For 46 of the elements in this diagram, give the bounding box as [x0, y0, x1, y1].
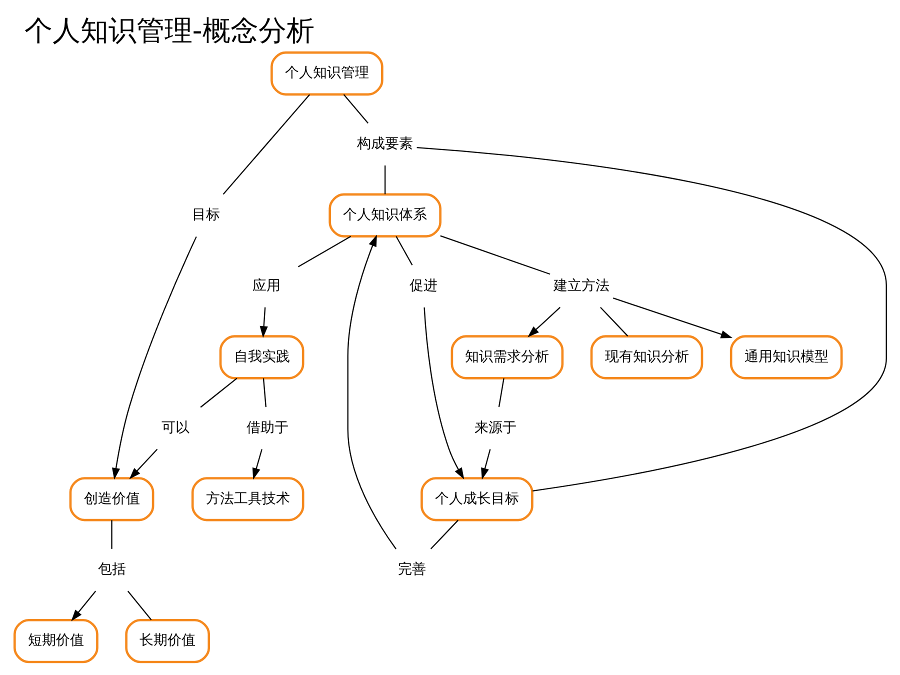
node-box: 个人知识体系	[328, 193, 441, 238]
connector	[297, 236, 351, 268]
connector	[262, 378, 266, 408]
connector	[222, 94, 310, 195]
node-text: 应用	[252, 278, 280, 294]
node-box: 长期价值	[124, 618, 210, 664]
connector	[126, 590, 152, 620]
arrow	[480, 449, 490, 480]
arrow	[612, 298, 732, 338]
connector	[600, 306, 628, 336]
arrow	[259, 307, 268, 338]
node-box: 自我实践	[218, 335, 304, 380]
node-box: 知识需求分析	[450, 335, 564, 380]
node-text: 包括	[97, 562, 126, 578]
arrow	[527, 306, 560, 338]
node-text: 可以	[161, 420, 190, 436]
arrow	[252, 449, 262, 480]
connector	[430, 520, 458, 550]
node-box: 个人知识管理	[270, 51, 383, 96]
node-text: 完善	[397, 562, 426, 578]
connector	[384, 165, 386, 194]
node-text: 建立方法	[553, 278, 610, 294]
node-text: 促进	[408, 278, 437, 294]
node-box: 创造价值	[68, 477, 154, 522]
connector	[416, 146, 886, 492]
arrow	[128, 448, 158, 480]
connector	[342, 94, 368, 124]
node-box: 方法工具技术	[190, 477, 304, 522]
node-text: 来源于	[474, 420, 516, 436]
node-box: 短期价值	[12, 618, 98, 664]
node-box: 个人成长目标	[420, 477, 533, 522]
connector	[110, 520, 112, 549]
arrow	[111, 236, 196, 480]
connector	[395, 236, 412, 266]
node-text: 借助于	[246, 420, 288, 436]
node-text: 目标	[191, 206, 220, 223]
diagram-title: 个人知识管理-概念分析	[24, 14, 314, 47]
arrow	[70, 590, 96, 622]
arrow	[346, 234, 396, 550]
node-text: 构成要素	[356, 136, 413, 152]
connector	[440, 235, 550, 275]
node-box: 现有知识分析	[590, 335, 703, 380]
node-box: 通用知识模型	[729, 335, 842, 380]
connector	[498, 378, 504, 408]
connector	[200, 378, 237, 408]
arrow	[423, 307, 464, 480]
